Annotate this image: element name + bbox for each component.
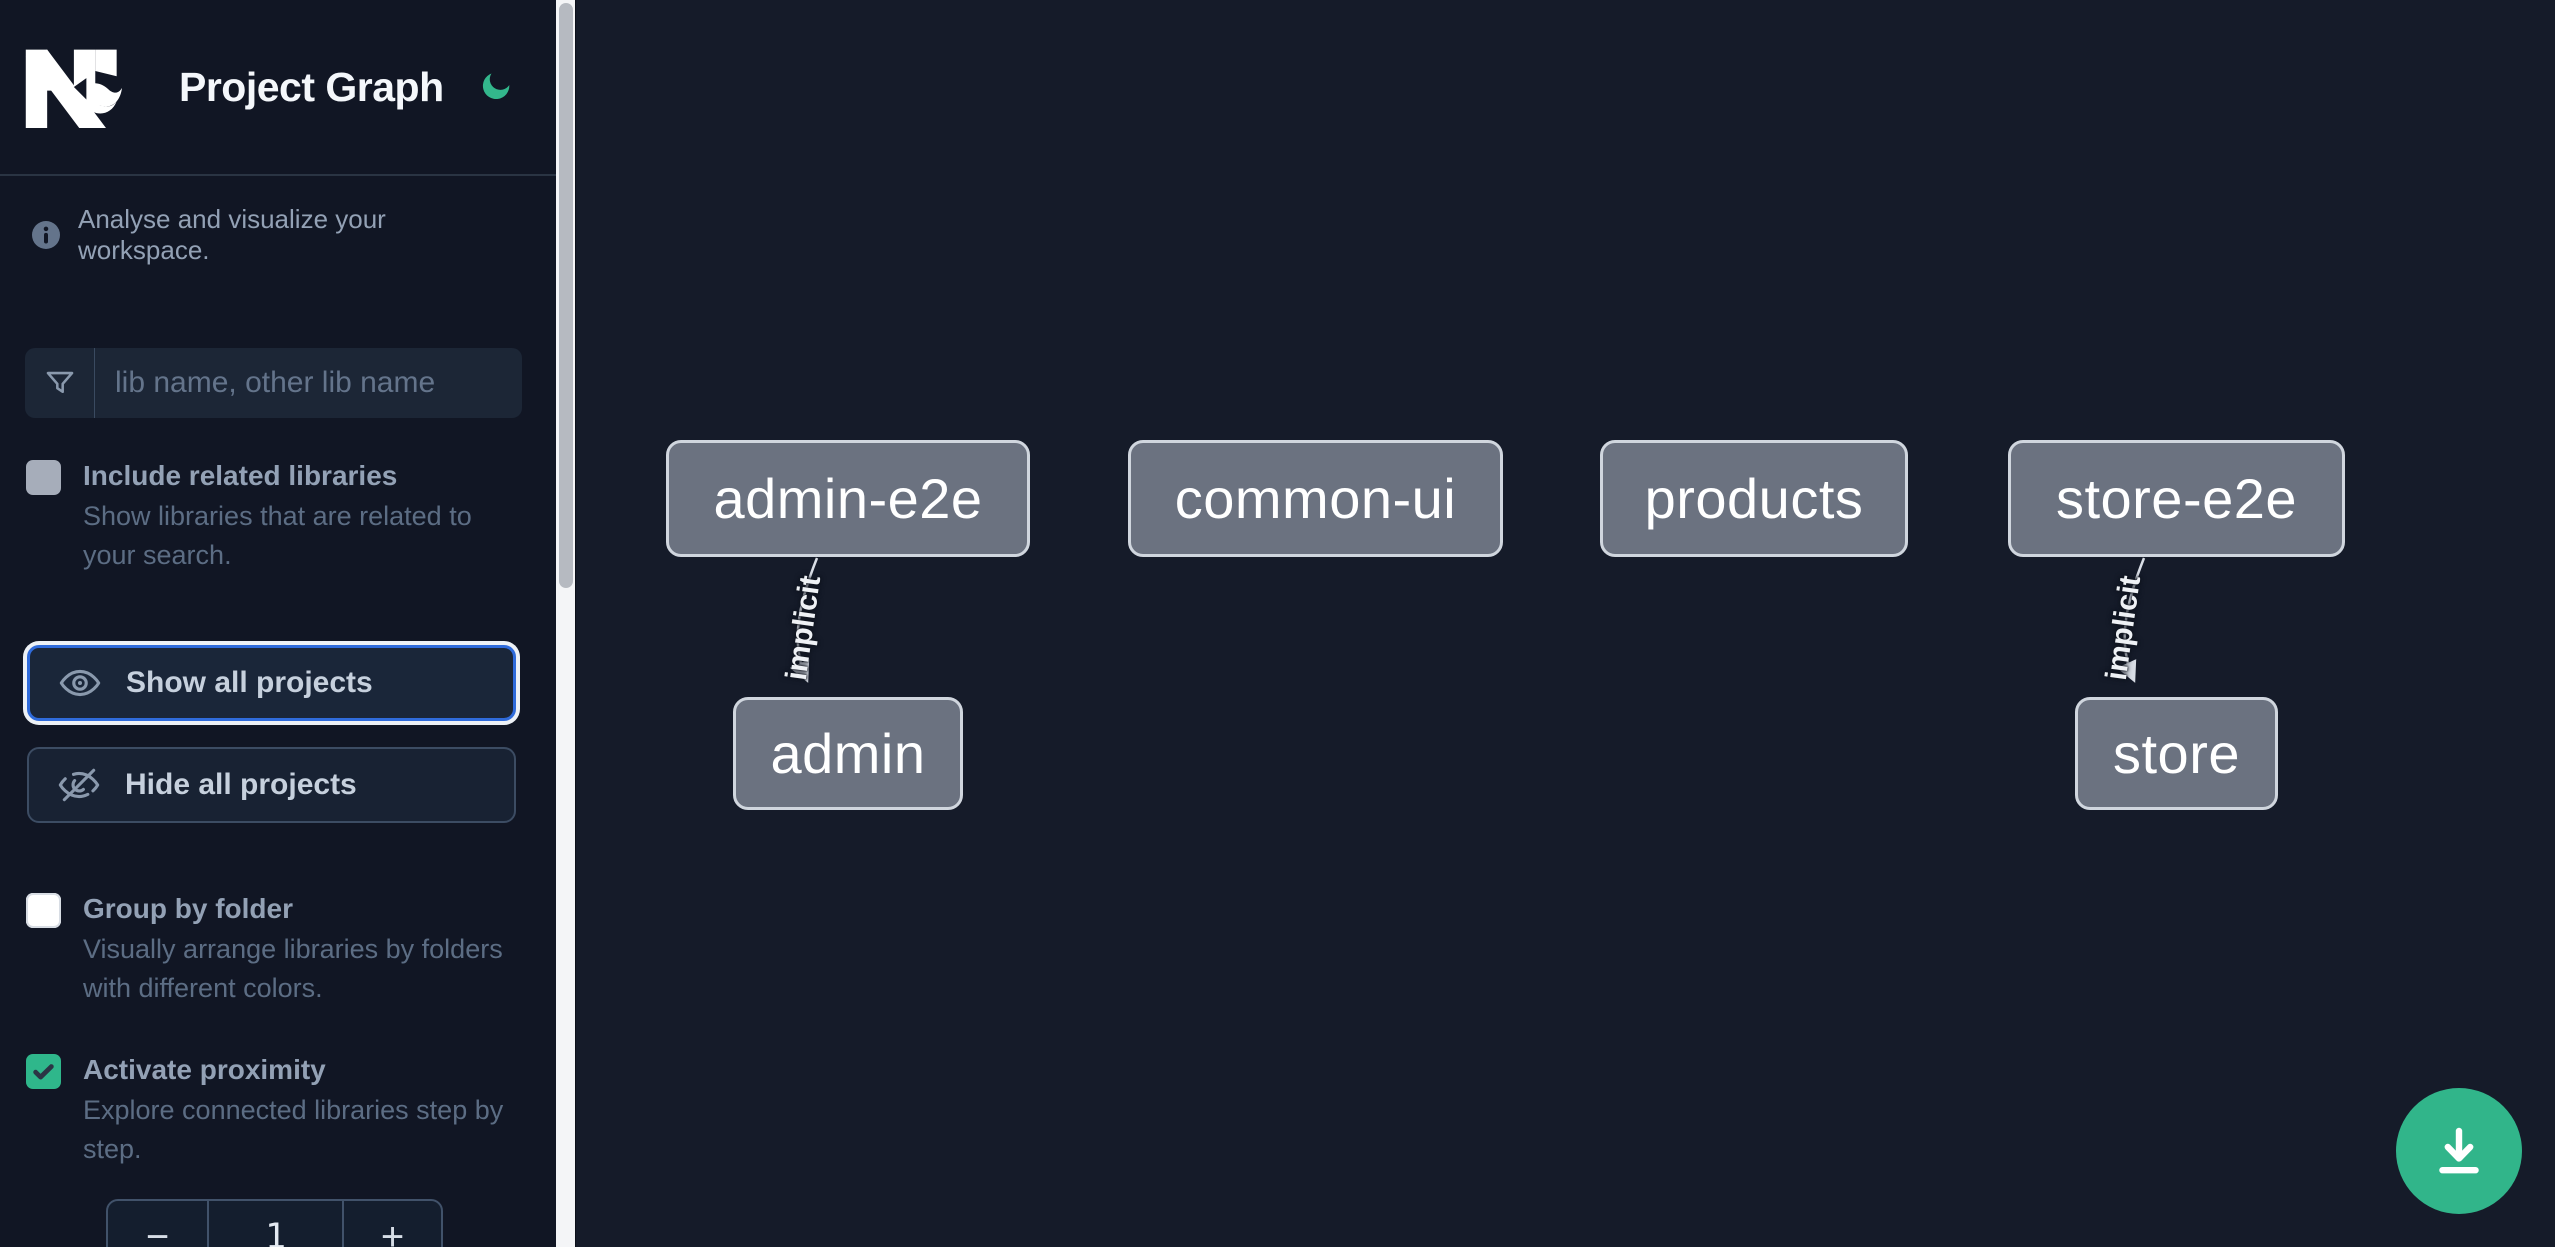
- option-include-related: Include related libraries Show libraries…: [26, 458, 520, 575]
- activate-proximity-description: Explore connected libraries step by step…: [83, 1095, 504, 1164]
- option-activate-proximity: Activate proximity Explore connected lib…: [26, 1052, 520, 1169]
- include-related-label: Include related libraries: [83, 460, 398, 491]
- sidebar-scrollbar-track[interactable]: [556, 0, 576, 1247]
- page-title: Project Graph: [179, 63, 444, 110]
- sidebar-scrollbar-thumb[interactable]: [559, 3, 573, 588]
- hide-all-projects-button[interactable]: Hide all projects: [27, 747, 516, 823]
- proximity-decrement-button[interactable]: −: [108, 1201, 207, 1247]
- show-all-projects-label: Show all projects: [126, 666, 373, 699]
- search-bar: [25, 348, 522, 418]
- proximity-value: 1: [207, 1201, 344, 1247]
- graph-node-store-e2e[interactable]: store-e2e: [2008, 440, 2345, 557]
- graph-node-products[interactable]: products: [1600, 440, 1908, 557]
- info-icon: [32, 221, 60, 249]
- sidebar: Project Graph Analyse and visualize your…: [0, 0, 556, 1247]
- filter-icon: [25, 348, 95, 418]
- download-icon: [2439, 1127, 2479, 1174]
- download-graph-button[interactable]: [2396, 1088, 2522, 1214]
- hide-all-projects-label: Hide all projects: [125, 768, 357, 801]
- include-related-description: Show libraries that are related to your …: [83, 501, 472, 570]
- moon-icon: [482, 72, 510, 99]
- search-input[interactable]: [95, 348, 522, 418]
- show-all-projects-button[interactable]: Show all projects: [27, 645, 516, 721]
- tagline: Analyse and visualize your workspace.: [78, 204, 386, 265]
- proximity-increment-button[interactable]: +: [344, 1201, 441, 1247]
- sidebar-intro: Analyse and visualize your workspace.: [30, 204, 520, 266]
- graph-node-common-ui[interactable]: common-ui: [1128, 440, 1503, 557]
- proximity-stepper: − 1 +: [106, 1199, 443, 1247]
- edge-store-e2e-to-store: [2116, 557, 2146, 683]
- graph-node-store[interactable]: store: [2075, 697, 2278, 810]
- nx-logo: [25, 49, 122, 128]
- option-group-by-folder: Group by folder Visually arrange librari…: [26, 891, 520, 1008]
- edge-admin-e2e-to-admin: [789, 557, 819, 683]
- activate-proximity-checkbox[interactable]: [26, 1054, 61, 1089]
- graph-node-admin[interactable]: admin: [733, 697, 963, 810]
- group-by-folder-description: Visually arrange libraries by folders wi…: [83, 934, 503, 1003]
- eye-off-icon: [58, 768, 100, 802]
- sidebar-header: Project Graph: [0, 0, 556, 176]
- theme-toggle-button[interactable]: [476, 67, 516, 107]
- graph-node-admin-e2e[interactable]: admin-e2e: [666, 440, 1030, 557]
- check-icon: [33, 1064, 54, 1080]
- eye-icon: [59, 669, 101, 697]
- group-by-folder-label: Group by folder: [83, 893, 293, 924]
- include-related-checkbox[interactable]: [26, 460, 61, 495]
- group-by-folder-checkbox[interactable]: [26, 893, 61, 928]
- graph-edges: [789, 557, 2146, 683]
- activate-proximity-label: Activate proximity: [83, 1054, 326, 1085]
- graph-canvas[interactable]: implicit implicit admin-e2e common-ui pr…: [577, 0, 2555, 1247]
